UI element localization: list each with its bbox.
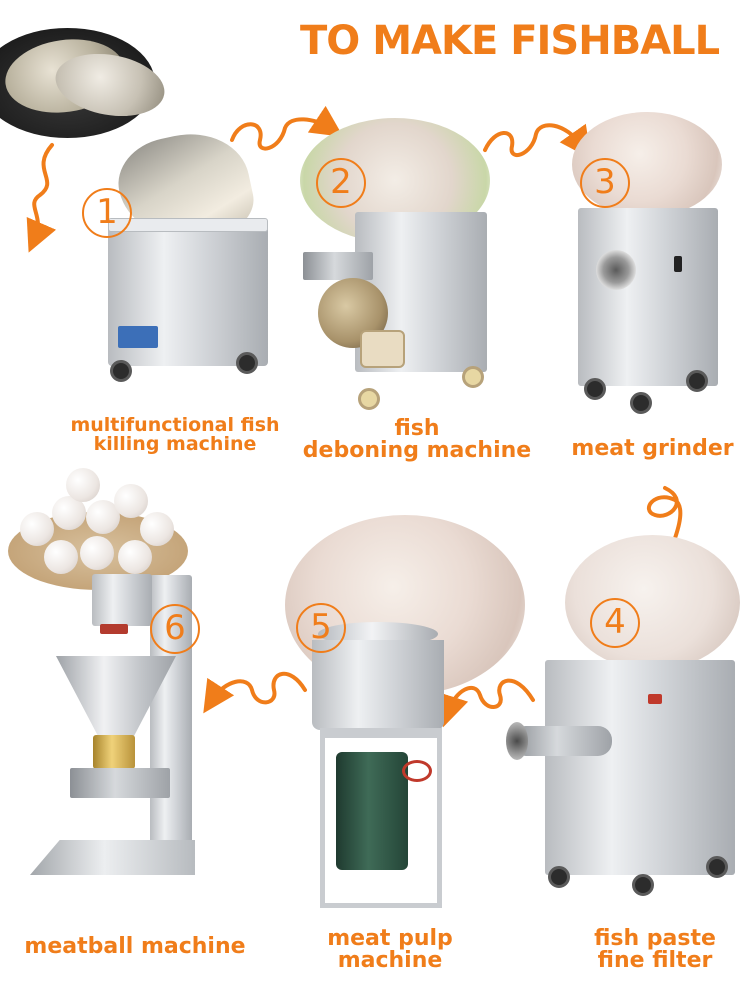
step-2-caption: fish deboning machine (292, 418, 542, 462)
caster-wheel (236, 352, 258, 374)
step-3-caption: meat grinder (560, 438, 745, 460)
fishball (118, 540, 152, 574)
step-4-badge: 4 (590, 598, 640, 648)
meatball-machine-motor (92, 574, 152, 626)
fishball (44, 540, 78, 574)
pulp-machine-bowl (312, 640, 444, 730)
meatball-machine-base (30, 840, 195, 875)
fine-filter-outlet-pipe (512, 726, 612, 756)
step-4-caption-line1: fish paste (594, 926, 716, 951)
caster-wheel (686, 370, 708, 392)
step-5-caption-line2: machine (337, 948, 443, 973)
grinder-outlet (596, 250, 636, 290)
grinder-switch (674, 256, 682, 272)
caster-wheel (632, 874, 654, 896)
step-1-caption: multifunctional fish killing machine (60, 416, 290, 454)
step-6-caption: meatball machine (10, 936, 260, 958)
fishball (80, 536, 114, 570)
step-5-badge: 5 (296, 603, 346, 653)
caster-wheel (630, 392, 652, 414)
caster-wheel (548, 866, 570, 888)
fishball (140, 512, 174, 546)
arrow-step2-to-step3 (483, 123, 592, 160)
arrow-step4-to-step5 (437, 678, 535, 728)
step-2-badge: 2 (316, 158, 366, 208)
fine-filter-outlet-mouth (506, 722, 528, 760)
caster-wheel (584, 378, 606, 400)
caster-wheel (358, 388, 380, 410)
fishball (114, 484, 148, 518)
step-6-badge: 6 (150, 604, 200, 654)
step-4-caption: fish paste fine filter (570, 928, 740, 972)
caster-wheel (110, 360, 132, 382)
fine-filter-red-switch (648, 694, 662, 704)
deboning-output-roll (360, 330, 405, 368)
arrow-step1-to-step2 (230, 105, 344, 151)
fine-filter-machine-image (545, 660, 735, 875)
fishball (20, 512, 54, 546)
step-6-caption-line1: meatball machine (24, 934, 246, 959)
step-2-caption-line1: fish (394, 416, 440, 441)
page-title: TO MAKE FISHBALL (300, 18, 720, 64)
deboning-hopper (303, 252, 373, 280)
pulp-machine-cable (402, 760, 432, 782)
step-5-caption-line1: meat pulp (327, 926, 453, 951)
caster-wheel (462, 366, 484, 388)
control-panel (118, 326, 158, 348)
meatball-machine-brass-mold (93, 735, 135, 769)
arrow-step5-to-step6 (203, 671, 307, 714)
step-5-caption: meat pulp machine (300, 928, 480, 972)
caster-wheel (706, 856, 728, 878)
step-3-caption-line1: meat grinder (571, 436, 734, 461)
step-4-caption-line2: fine filter (597, 948, 713, 973)
meatball-machine-red-part (100, 624, 128, 634)
pulp-machine-motor (336, 752, 408, 870)
fine-fish-paste-image (565, 535, 740, 670)
machine-top-panel (108, 218, 268, 232)
meat-grinder-image (578, 208, 718, 386)
step-1-badge: 1 (82, 188, 132, 238)
meatball-machine-tray (70, 768, 170, 798)
step-1-caption-line2: killing machine (93, 433, 257, 455)
step-2-caption-line2: deboning machine (302, 438, 532, 463)
step-1-caption-line1: multifunctional fish (70, 414, 280, 436)
fishball (66, 468, 100, 502)
step-3-badge: 3 (580, 158, 630, 208)
arrow-fish-to-step1 (26, 143, 57, 253)
pulp-machine-frame (320, 728, 442, 908)
